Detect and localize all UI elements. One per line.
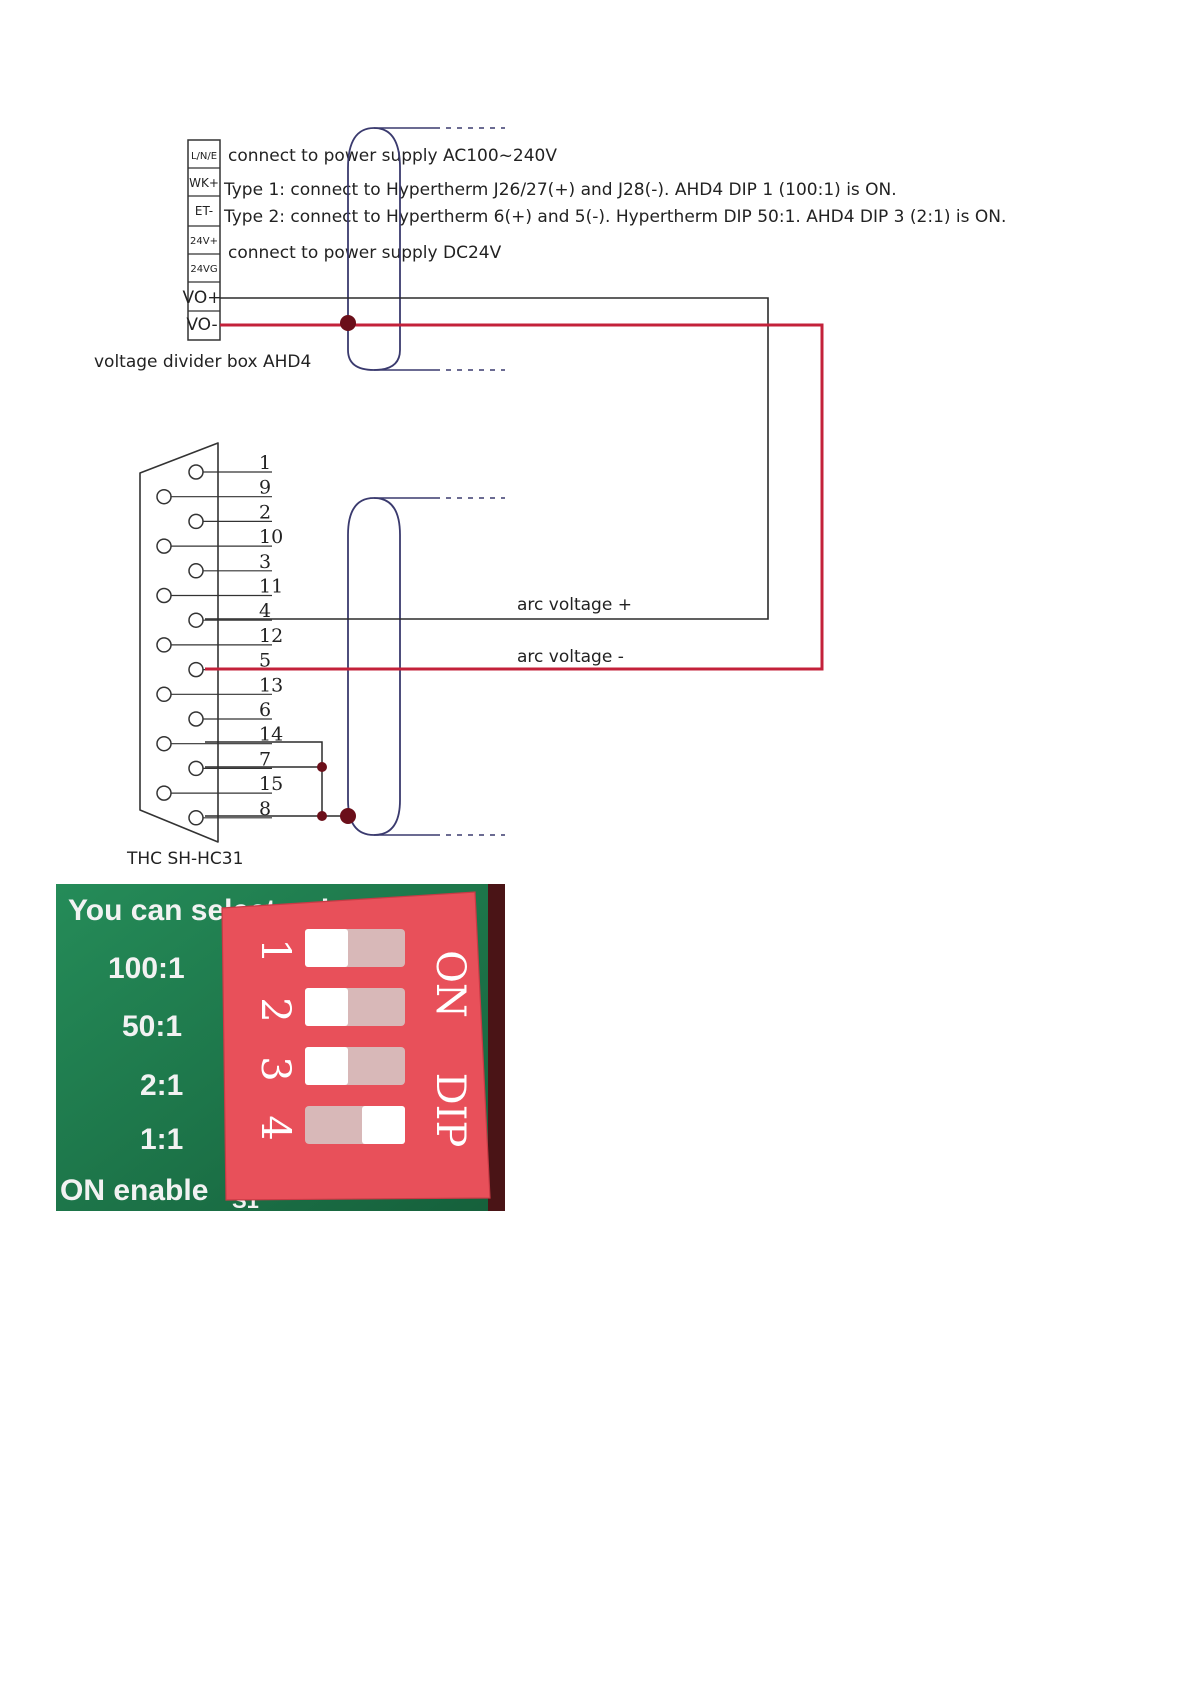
junction-dot — [317, 811, 327, 821]
dip-ratio-50-1: 50:1 — [122, 1010, 182, 1043]
terminal-24vg: 24VG — [190, 264, 217, 275]
pin-label-15: 15 — [259, 773, 283, 795]
note-type1: Type 1: connect to Hypertherm J26/27(+) … — [223, 180, 897, 200]
terminal-lne: L/N/E — [191, 151, 217, 162]
pin-hole — [188, 513, 204, 530]
ahd4-terminal-block: L/N/E WK+ ET- 24V+ 24VG VO+ VO- — [183, 139, 222, 341]
junction-dot — [317, 762, 327, 772]
pin-label-3: 3 — [259, 551, 271, 573]
shield-ground-dot — [340, 808, 356, 824]
pin-hole — [156, 686, 172, 703]
pin-hole — [188, 612, 204, 628]
terminal-et-minus: ET- — [195, 204, 213, 218]
dip-on-label: ON — [427, 950, 473, 1018]
dip-actuator[interactable] — [305, 1047, 348, 1085]
terminal-vo-minus: VO- — [186, 315, 217, 335]
pin-label-12: 12 — [259, 625, 283, 647]
terminal-wk-plus: WK+ — [189, 176, 219, 190]
dip-actuator[interactable] — [305, 929, 348, 967]
shield-junction-dot — [340, 315, 356, 331]
pin-label-14: 14 — [259, 724, 283, 746]
note-power-dc: connect to power supply DC24V — [228, 243, 502, 263]
pin-label-13: 13 — [259, 674, 283, 696]
pin-label-8: 8 — [259, 798, 271, 820]
pin-label-5: 5 — [259, 650, 271, 672]
pin-label-7: 7 — [259, 748, 271, 770]
pin-label-11: 11 — [259, 576, 283, 598]
dip-number-2: 2 — [252, 997, 298, 1022]
pin-hole — [188, 810, 204, 826]
dip-ratio-2-1: 2:1 — [140, 1069, 183, 1102]
pin-hole — [156, 785, 172, 801]
pin-hole — [156, 488, 172, 505]
terminal-vo-plus: VO+ — [183, 288, 222, 308]
label-arc-voltage-minus: arc voltage - — [517, 647, 624, 667]
upper-shielded-cable — [347, 127, 505, 371]
dip-number-1: 1 — [252, 938, 298, 963]
dip-number-3: 3 — [252, 1056, 298, 1081]
pin-hole — [188, 661, 204, 678]
pin-label-1: 1 — [259, 452, 271, 474]
dip-ratio-100-1: 100:1 — [108, 952, 185, 985]
dip-actuator[interactable] — [362, 1106, 405, 1144]
pin-label-6: 6 — [259, 699, 271, 721]
terminal-24v-plus: 24V+ — [190, 236, 218, 247]
dip-footer: ON enable — [60, 1174, 208, 1207]
ahd4-caption: voltage divider box AHD4 — [94, 352, 311, 372]
pin-hole — [156, 538, 172, 554]
lower-shielded-cable — [347, 497, 505, 836]
pin-hole — [156, 587, 172, 604]
pin-label-9: 9 — [259, 477, 271, 499]
pin-hole — [188, 464, 204, 480]
pin-hole — [156, 637, 172, 653]
wire-arc-voltage-plus — [205, 297, 769, 620]
dip-actuator[interactable] — [305, 988, 348, 1026]
dip-switch-body — [221, 891, 491, 1201]
pin-hole — [188, 760, 204, 777]
pin-label-2: 2 — [259, 501, 271, 523]
dip-number-4: 4 — [252, 1115, 298, 1140]
note-power-ac: connect to power supply AC100~240V — [228, 146, 557, 166]
dip-switch-photo: You can select only one 100:1 50:1 2:1 1… — [56, 884, 505, 1213]
pin-label-10: 10 — [259, 526, 283, 548]
pin-hole — [188, 563, 204, 579]
pin-hole — [188, 711, 204, 727]
pin-label-4: 4 — [259, 600, 271, 622]
thc-caption: THC SH-HC31 — [126, 849, 243, 869]
label-arc-voltage-plus: arc voltage + — [517, 595, 632, 615]
pin7-pin8-bridge — [205, 741, 356, 824]
dip-ratio-1-1: 1:1 — [140, 1123, 183, 1156]
wire-arc-voltage-minus — [205, 323, 824, 671]
dip-dip-label: DIP — [427, 1073, 473, 1148]
pin-hole — [156, 735, 172, 752]
dip-switch-slots: 1 2 3 4 — [252, 929, 405, 1144]
note-type2: Type 2: connect to Hypertherm 6(+) and 5… — [223, 207, 1006, 227]
